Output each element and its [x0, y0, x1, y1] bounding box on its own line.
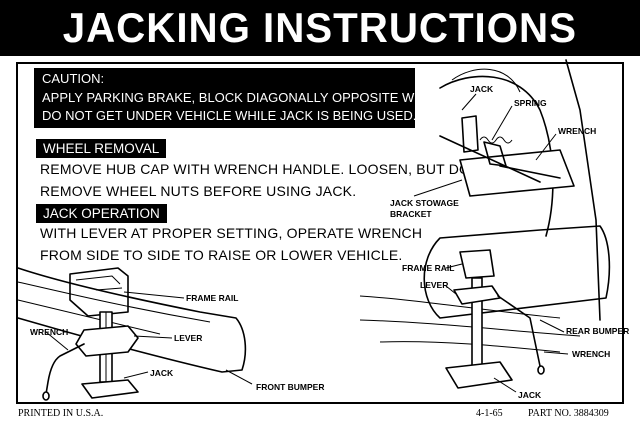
instruction-panel: [16, 62, 624, 404]
jack-stowage-bracket: [459, 149, 575, 197]
label-rear-lever: LEVER: [420, 280, 448, 290]
stowage-spring: [479, 136, 513, 144]
label-rear-wrench-bottom: WRENCH: [572, 349, 610, 359]
label-rear-frame-rail: FRAME RAIL: [402, 263, 454, 273]
jack-operation-line-1: WITH LEVER AT PROPER SETTING, OPERATE WR…: [40, 225, 423, 241]
footer-part-number: PART NO. 3884309: [528, 408, 609, 419]
caution-line-1: APPLY PARKING BRAKE, BLOCK DIAGONALLY OP…: [42, 89, 452, 105]
label-front-wrench: WRENCH: [30, 327, 68, 337]
rear-jack-base: [445, 361, 513, 389]
caution-title: CAUTION:: [42, 71, 105, 86]
wheel-removal-heading: WHEEL REMOVAL: [36, 139, 167, 158]
rear-wrench: [497, 295, 541, 367]
caution-line-2: DO NOT GET UNDER VEHICLE WHILE JACK IS B…: [42, 108, 417, 123]
spare-tire: [439, 75, 554, 237]
wheel-removal-line-2: REMOVE WHEEL NUTS BEFORE USING JACK.: [40, 183, 357, 199]
label-stowage-bracket-1: JACK STOWAGE: [390, 198, 459, 208]
label-front-jack: JACK: [150, 368, 174, 378]
page-title: JACKING INSTRUCTIONS: [62, 4, 578, 51]
wheel-removal-text: REMOVE HUB CAP WITH WRENCH HANDLE. LOOSE…: [40, 158, 504, 202]
title-bar: JACKING INSTRUCTIONS: [0, 0, 640, 56]
front-bumper-illustration: [17, 267, 253, 401]
stowed-jack: [439, 135, 541, 183]
label-front-frame-rail: FRAME RAIL: [186, 293, 238, 303]
label-front-lever: LEVER: [174, 333, 202, 343]
label-rear-jack-bottom: JACK: [518, 390, 542, 400]
jack-operation-line-2: FROM SIDE TO SIDE TO RAISE OR LOWER VEHI…: [40, 247, 403, 263]
front-bumper-outline: [17, 267, 247, 373]
front-jack-base: [81, 379, 139, 399]
label-spring: SPRING: [514, 98, 547, 108]
front-jack-lever: [75, 325, 139, 357]
front-wrench: [45, 343, 85, 395]
rear-frame-rail: [459, 249, 495, 279]
footer-date: 4-1-65: [476, 408, 503, 419]
jack-operation-heading: JACK OPERATION: [36, 204, 167, 223]
label-rear-bumper: REAR BUMPER: [566, 326, 629, 336]
stowed-wrench: [499, 165, 561, 179]
front-frame-rail: [69, 267, 129, 317]
rear-bumper-outline: [423, 225, 611, 319]
label-stowage-bracket-2: BRACKET: [390, 209, 432, 219]
jack-operation-text: WITH LEVER AT PROPER SETTING, OPERATE WR…: [40, 222, 422, 266]
footer-printed: PRINTED IN U.S.A.: [18, 408, 104, 419]
label-rear-wrench-top: WRENCH: [558, 126, 596, 136]
rear-bumper-illustration: [359, 59, 611, 393]
rear-jack-lever: [453, 285, 501, 305]
label-front-bumper: FRONT BUMPER: [256, 382, 324, 392]
wheel-removal-line-1: REMOVE HUB CAP WITH WRENCH HANDLE. LOOSE…: [40, 161, 505, 177]
caution-box: CAUTION: APPLY PARKING BRAKE, BLOCK DIAG…: [34, 68, 452, 128]
label-rear-jack-top: JACK: [470, 84, 494, 94]
